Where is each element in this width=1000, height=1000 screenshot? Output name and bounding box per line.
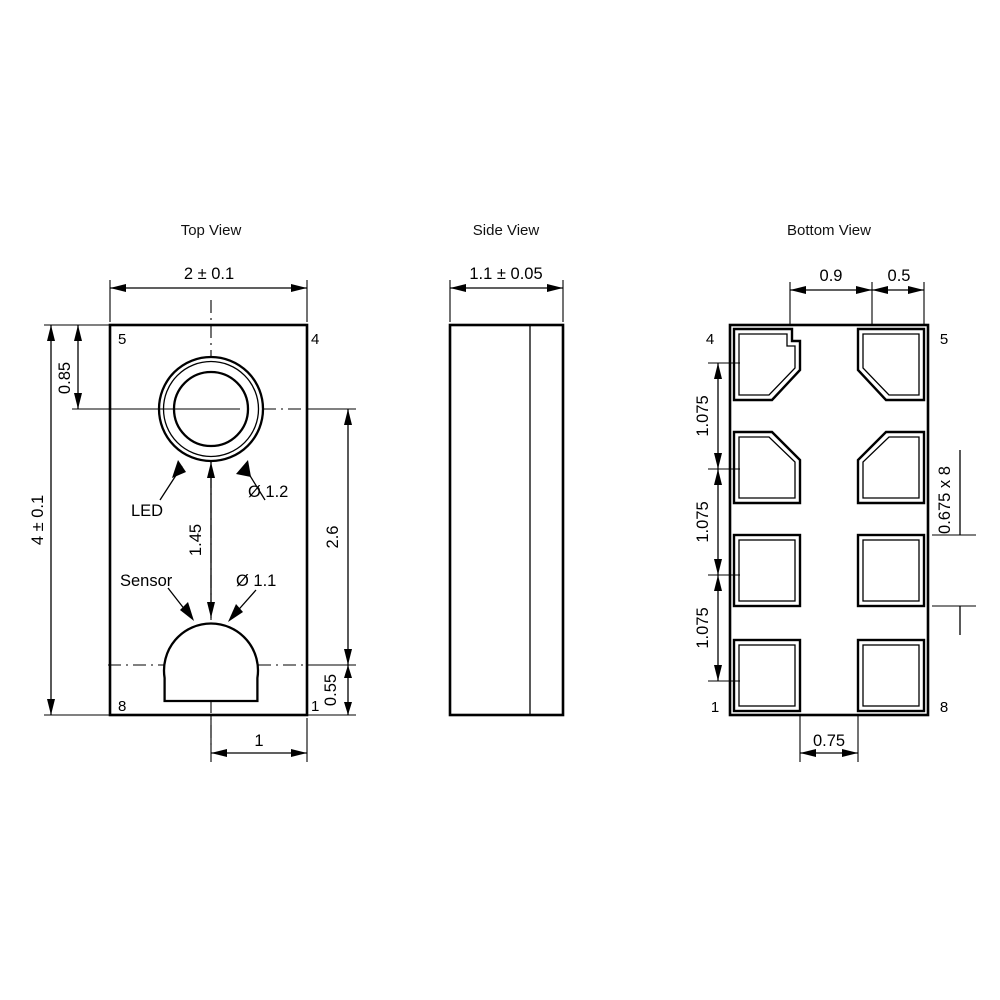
bottom-view-pin-4-label: 4 [706, 331, 714, 348]
led-label: LED [131, 502, 163, 520]
sensor-x-dimension: 1 [210, 715, 308, 762]
pad-1 [732, 638, 802, 713]
side-view-group: Side View 1.1 ± 0.05 [448, 222, 565, 717]
top-view-pin-8-label: 8 [118, 698, 126, 715]
top-view-group: Top View 5 4 8 1 2 ± 0.1 [29, 222, 356, 762]
pad-pitch-dimension-1: 1.075 [694, 362, 740, 470]
led-diameter-leader: Ø 1.2 [236, 460, 288, 501]
sensor-x-value: 1 [254, 732, 263, 750]
bottom-offset-dimension: 0.55 [307, 664, 356, 716]
sensor-diameter-value: Ø 1.1 [236, 572, 276, 590]
led-leader: LED [131, 460, 186, 520]
center-gap-dimension: 0.75 [799, 715, 859, 762]
center-gap-value: 0.75 [813, 732, 845, 750]
sensor-label: Sensor [120, 572, 173, 590]
side-view-body-outline [448, 323, 565, 717]
top-view-height-dimension: 4 ± 0.1 [29, 324, 112, 716]
top-view-width-dimension: 2 ± 0.1 [109, 265, 308, 322]
top-view-width-value: 2 ± 0.1 [184, 265, 234, 283]
bottom-view-group: Bottom View [694, 222, 976, 762]
bottom-view-pin-8-label: 8 [940, 699, 948, 716]
pad-width-dimension: 0.9 [789, 267, 873, 325]
top-view-height-value: 4 ± 0.1 [29, 495, 47, 545]
led-offset-dimension: 0.85 [56, 324, 240, 410]
edge-gap-dimension: 0.5 [872, 267, 925, 325]
edge-gap-value: 0.5 [888, 267, 911, 285]
pad-pitch-value-1: 1.075 [694, 395, 712, 436]
pad-8 [856, 638, 926, 713]
side-view-title: Side View [473, 222, 540, 239]
sensor-dome-outline [162, 622, 260, 703]
sensor-leader: Sensor [120, 572, 194, 621]
bottom-offset-value: 0.55 [322, 674, 340, 706]
bottom-view-title: Bottom View [787, 222, 871, 239]
pad-4 [732, 327, 802, 402]
bottom-view-pin-5-label: 5 [940, 331, 948, 348]
optic-pitch-dimension: 1.45 [187, 462, 215, 618]
led-diameter-value: Ø 1.2 [248, 483, 288, 501]
optics-span-dimension: 2.6 [307, 408, 356, 666]
side-view-thickness-value: 1.1 ± 0.05 [469, 265, 542, 283]
sensor-diameter-leader: Ø 1.1 [228, 572, 276, 622]
pad-5 [856, 327, 926, 402]
pad-pitch-dimension-2: 1.075 [694, 469, 740, 576]
bottom-view-pin-1-label: 1 [711, 699, 719, 716]
optic-pitch-value: 1.45 [187, 524, 205, 556]
pad-pitch-dimension-3: 1.075 [694, 575, 740, 682]
pad-pitch-value-2: 1.075 [694, 501, 712, 542]
pad-width-value: 0.9 [820, 267, 843, 285]
top-view-pin-4-label: 4 [311, 331, 319, 348]
top-view-title: Top View [181, 222, 242, 239]
side-view-thickness-dimension: 1.1 ± 0.05 [449, 265, 564, 322]
optics-span-value: 2.6 [324, 526, 342, 549]
led-offset-value: 0.85 [56, 362, 74, 394]
pad-3 [732, 430, 802, 505]
top-view-pin-1-label: 1 [311, 698, 319, 715]
pad-height-value: 0.675 x 8 [936, 466, 954, 534]
top-view-pin-5-label: 5 [118, 331, 126, 348]
pad-pitch-value-3: 1.075 [694, 607, 712, 648]
pad-6 [856, 430, 926, 505]
pad-2 [732, 533, 802, 608]
pad-7 [856, 533, 926, 608]
pad-height-dimension: 0.675 x 8 [932, 450, 976, 635]
